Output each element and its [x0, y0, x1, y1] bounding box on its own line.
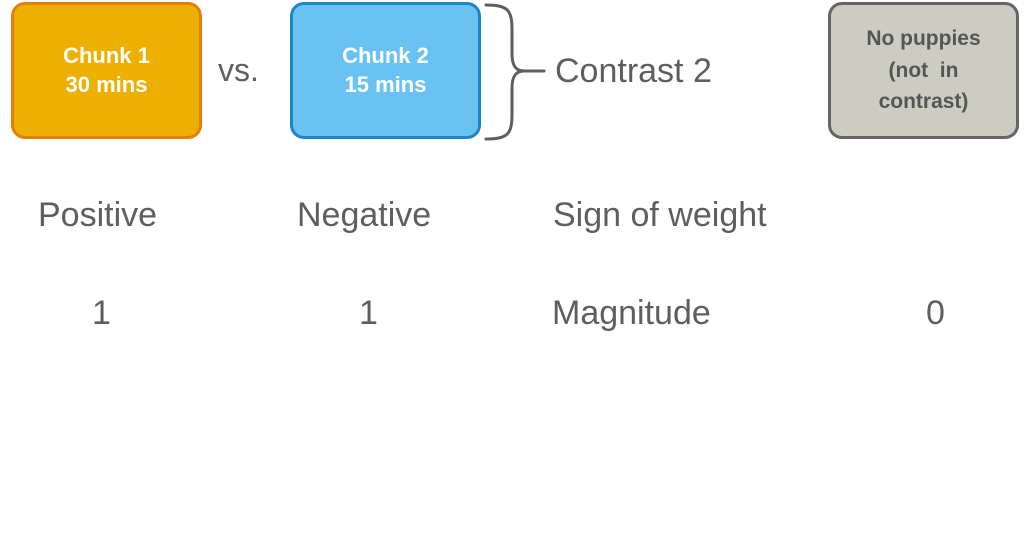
sign-of-weight-label: Sign of weight: [553, 196, 767, 234]
sign-chunk-1: Positive: [38, 196, 158, 234]
right-brace-icon: [484, 3, 546, 141]
magnitude-chunk-2: 1: [359, 294, 378, 332]
no-puppies-note-2: contrast): [878, 90, 969, 114]
sign-chunk-2: Negative: [297, 196, 432, 234]
no-puppies-box: No puppies (not in contrast): [828, 2, 1019, 139]
chunk-1-box: Chunk 1 30 mins: [11, 2, 202, 139]
magnitude-label: Magnitude: [552, 294, 711, 332]
no-puppies-title: No puppies: [866, 27, 981, 51]
chunk-1-title: Chunk 1: [63, 42, 150, 68]
magnitude-chunk-1: 1: [92, 294, 111, 332]
contrast-label: Contrast 2: [555, 52, 712, 90]
chunk-2-duration: 15 mins: [344, 71, 427, 97]
chunk-2-box: Chunk 2 15 mins: [290, 2, 481, 139]
no-puppies-note-1: (not in: [888, 58, 959, 82]
magnitude-no-puppies: 0: [926, 294, 945, 332]
chunk-1-duration: 30 mins: [65, 71, 148, 97]
vs-label: vs.: [218, 52, 259, 88]
chunk-2-title: Chunk 2: [342, 42, 429, 68]
